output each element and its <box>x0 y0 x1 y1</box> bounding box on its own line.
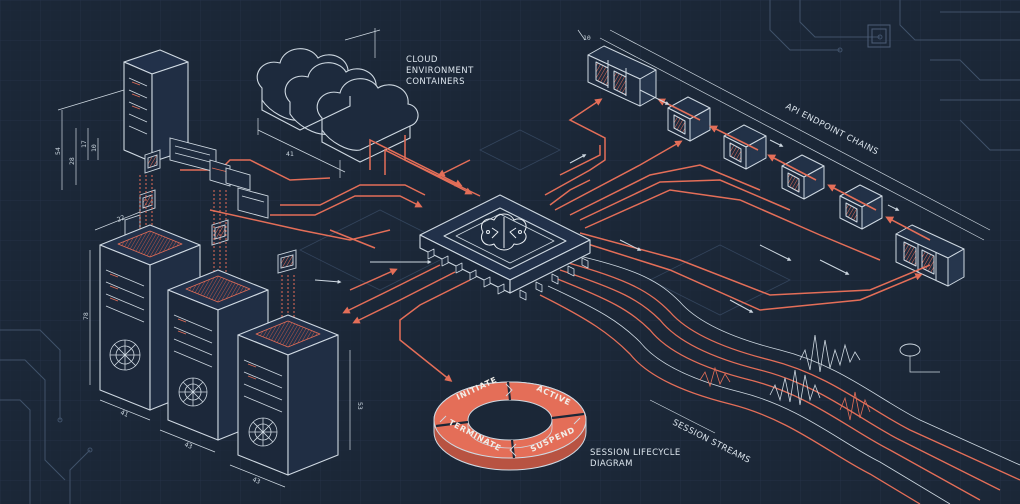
api-endpoint-cubes <box>587 45 965 287</box>
api-cube-1 <box>667 96 711 142</box>
dim-top-right: 10 <box>583 34 591 42</box>
api-block-end <box>895 224 965 287</box>
dim-rack-base-c: 43 <box>251 475 261 485</box>
brain-icon <box>480 213 527 251</box>
dim-server-mid: 28 <box>68 157 76 165</box>
lifecycle-label-line1: SESSION LIFECYCLE <box>590 448 681 458</box>
cloud-dimension-lines <box>257 28 381 178</box>
server-racks <box>99 224 339 476</box>
session-stream-lines <box>539 254 1020 504</box>
api-cube-3 <box>781 154 825 200</box>
rack-dimensions <box>89 211 351 488</box>
cloud-label-line3: CONTAINERS <box>406 77 465 87</box>
dim-server-lower: 17 <box>80 140 88 148</box>
central-ai-chip <box>419 194 591 301</box>
top-server <box>123 49 189 163</box>
dim-rack-base-a: 41 <box>119 408 129 418</box>
lifecycle-label-line2: DIAGRAM <box>590 459 633 469</box>
stream-node-leader <box>909 356 940 373</box>
dim-rack-base-b: 43 <box>183 440 193 450</box>
api-cube-4 <box>839 184 883 230</box>
cloud-to-chip-arrows <box>369 135 481 197</box>
cloud-environment-containers <box>256 48 419 163</box>
session-lifecycle-ring <box>433 381 587 471</box>
dim-rack-height: 78 <box>82 312 90 320</box>
floating-modules <box>124 137 297 274</box>
dim-rack-depth: 22 <box>116 213 126 223</box>
api-block-start <box>587 45 657 107</box>
dim-server-small: 10 <box>90 144 98 152</box>
dim-rack-side: 53 <box>356 402 364 410</box>
api-cube-2 <box>723 124 767 170</box>
api-chain-guides <box>577 29 991 241</box>
cloud-label-line1: CLOUD <box>406 55 438 65</box>
api-chain-arrows <box>639 89 931 241</box>
session-streams-rule <box>649 399 716 434</box>
cloud-label-line2: ENVIRONMENT <box>406 66 474 76</box>
top-server-dimensions <box>57 89 125 190</box>
dim-cloud-width: 41 <box>286 150 294 158</box>
dim-server-height: 54 <box>54 147 62 155</box>
session-stream-waveforms <box>699 334 871 421</box>
server-rack-3 <box>237 314 339 476</box>
